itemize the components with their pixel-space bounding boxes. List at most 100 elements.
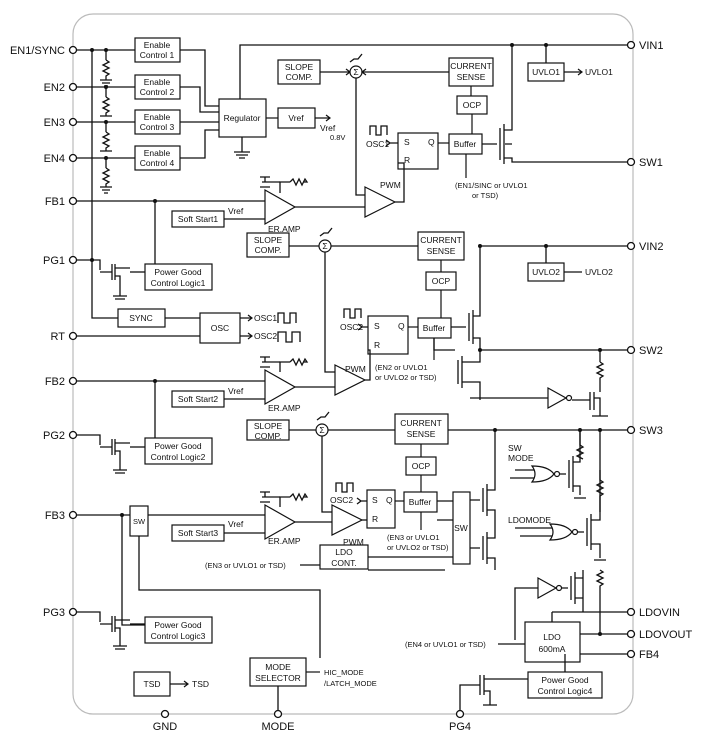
enable-control-3-l2: Control 3	[140, 122, 175, 132]
pin-fb3[interactable]	[68, 510, 78, 520]
soft-start-3-label: Soft Start3	[178, 528, 218, 538]
svg-text:Σ: Σ	[322, 241, 327, 251]
pin-pg1-label: PG1	[43, 255, 65, 267]
vref-in-3: Vref	[228, 519, 244, 529]
pin-ldovout[interactable]	[626, 629, 636, 639]
er-amp-1-label: ER.AMP	[268, 224, 301, 234]
pin-fb1[interactable]	[68, 196, 78, 206]
pg-logic-3-l2: Control Logic3	[151, 631, 206, 641]
sr-latch-2	[367, 315, 409, 355]
pin-en4[interactable]	[68, 153, 78, 163]
pin-vin1[interactable]	[626, 40, 636, 50]
enable-control-4	[134, 145, 181, 171]
right-pins: VIN1 SW1 VIN2 SW2 SW3 LDOVIN LDOVOUT FB4	[626, 40, 692, 661]
ldo-l2: 600mA	[539, 644, 566, 654]
power-good-logic-4	[527, 671, 603, 699]
pin-en2[interactable]	[68, 82, 78, 92]
ocp-2-label: OCP	[432, 276, 451, 286]
sr1-r: R	[404, 155, 410, 165]
vref-in-1: Vref	[228, 206, 244, 216]
sw-mode-l1: SW	[508, 443, 522, 453]
pin-fb4-label: FB4	[639, 649, 659, 661]
sr2-r: R	[374, 340, 380, 350]
soft-start-2-label: Soft Start2	[178, 394, 218, 404]
pin-ldovout-label: LDOVOUT	[639, 629, 692, 641]
ldo-cont-block	[319, 544, 369, 570]
pin-ldovin[interactable]	[626, 607, 636, 617]
pin-vin2-label: VIN2	[639, 241, 663, 253]
pg2-section: Power Good Control Logic2	[77, 434, 213, 474]
pin-en2-label: EN2	[44, 82, 65, 94]
er-amp-3	[264, 503, 297, 541]
ldo-cont-l2: CONT.	[331, 558, 357, 568]
pin-fb2[interactable]	[68, 376, 78, 386]
ch1-cond-l1: (EN1/SINC or UVLO1	[455, 181, 528, 190]
pin-mode[interactable]	[273, 709, 283, 719]
pin-sw2[interactable]	[626, 345, 636, 355]
pin-pg1[interactable]	[68, 255, 78, 265]
pg1-section: Power Good Control Logic1	[77, 259, 213, 300]
soft-start-1-label: Soft Start1	[178, 214, 218, 224]
pg-logic-3-l1: Power Good	[154, 620, 202, 630]
pg-logic-2-l2: Control Logic2	[151, 452, 206, 462]
channel-3: SLOPE COMP. Σ CURRENT SENSE OCP Buffer S…	[77, 411, 627, 626]
pin-fb4[interactable]	[626, 649, 636, 659]
sr2-q: Q	[398, 321, 405, 331]
slope-comp-2-l1: SLOPE	[254, 235, 283, 245]
slope-comp-2	[246, 232, 290, 258]
osc1-in-label: OSC1	[366, 139, 389, 149]
sync-label: SYNC	[129, 313, 153, 323]
pwm-comparator-1	[364, 186, 397, 218]
pin-en1-sync[interactable]	[68, 45, 78, 55]
ch1-cond-l2: or TSD)	[472, 191, 499, 200]
sw2-inverter	[547, 386, 568, 410]
pin-gnd[interactable]	[160, 709, 170, 719]
pin-ldovin-label: LDOVIN	[639, 607, 680, 619]
ldo-cont-l1: LDO	[335, 547, 353, 557]
slope-comp-3-l2: COMP.	[255, 431, 282, 441]
pin-sw3[interactable]	[626, 425, 636, 435]
vref-label: Vref	[288, 113, 304, 123]
osc2-in-3-label: OSC2	[330, 495, 353, 505]
uvlo2-out-label: UVLO2	[585, 267, 613, 277]
current-sense-2-l1: CURRENT	[420, 235, 462, 245]
pin-rt[interactable]	[68, 331, 78, 341]
mode-tsd-section: MODE SELECTOR HIC_MODE /LATCH_MODE TSD T…	[133, 600, 377, 710]
mode-selector	[249, 657, 307, 687]
ch3-cond-l2: or UVLO2 or TSD)	[387, 543, 449, 552]
bottom-pins: GND MODE PG4	[153, 709, 471, 733]
er-amp-3-label: ER.AMP	[268, 536, 301, 546]
pin-pg3[interactable]	[68, 607, 78, 617]
sr-latch-1	[397, 132, 439, 170]
svg-text:Σ: Σ	[353, 67, 358, 77]
pin-gnd-label: GND	[153, 721, 178, 733]
current-sense-2-l2: SENSE	[427, 246, 456, 256]
pin-sw2-label: SW2	[639, 345, 663, 357]
pin-pg4[interactable]	[455, 709, 465, 719]
pwm-2-label: PWM	[345, 364, 366, 374]
uvlo2-label: UVLO2	[532, 267, 560, 277]
enable-control-1-l1: Enable	[144, 40, 171, 50]
pin-fb3-label: FB3	[45, 510, 65, 522]
ldo-section: LDO 600mA (EN4 or UVLO1 or TSD) Power Go…	[405, 569, 627, 710]
sw-mode-l2: MODE	[508, 453, 534, 463]
pin-sw1[interactable]	[626, 157, 636, 167]
pin-pg2[interactable]	[68, 430, 78, 440]
enable-control-4-l2: Control 4	[140, 158, 175, 168]
pin-sw3-label: SW3	[639, 425, 663, 437]
chip-outline	[72, 13, 634, 715]
pin-en3[interactable]	[68, 117, 78, 127]
channel-1: SLOPE COMP. Σ CURRENT SENSE OCP Buffer S…	[77, 43, 627, 265]
power-good-logic-2	[144, 437, 213, 465]
pwm-1-label: PWM	[380, 180, 401, 190]
vref-in-2: Vref	[228, 386, 244, 396]
osc2-out-label: OSC2	[254, 331, 277, 341]
pin-rt-label: RT	[51, 331, 66, 343]
pin-vin2[interactable]	[626, 241, 636, 251]
pg-logic-2-l1: Power Good	[154, 441, 202, 451]
osc1-out-label: OSC1	[254, 313, 277, 323]
sw-block-3	[452, 491, 471, 565]
tsd-out-label: TSD	[192, 679, 209, 689]
current-sense-3-l2: SENSE	[407, 429, 436, 439]
